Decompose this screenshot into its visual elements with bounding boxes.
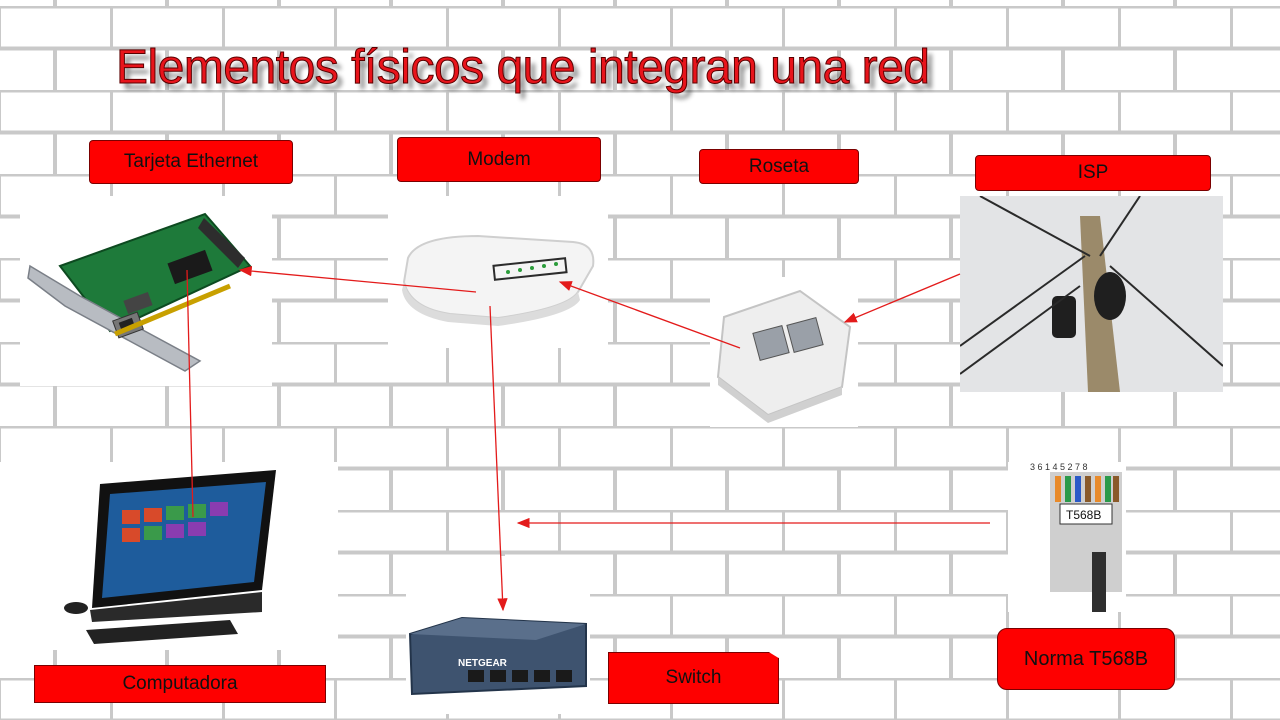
switch-brand-text: NETGEAR: [458, 658, 508, 669]
norma-pin-numbers: 3 6 1 4 5 2 7 8: [1030, 462, 1088, 472]
utility-pole-photo: [960, 196, 1223, 392]
label-roseta: Roseta: [699, 149, 859, 184]
slide-title: Elementos físicos que integran una red: [116, 41, 931, 95]
network-card-photo: [20, 196, 272, 386]
wall-jack-photo: [710, 277, 858, 427]
label-switch: Switch: [608, 652, 779, 704]
label-tarjeta-ethernet: Tarjeta Ethernet: [89, 140, 293, 184]
label-isp: ISP: [975, 155, 1211, 191]
all-in-one-pc-photo: [0, 462, 338, 650]
router-photo: [388, 196, 608, 348]
label-norma-t568b: Norma T568B: [997, 628, 1175, 690]
netgear-switch-photo: NETGEAR: [406, 556, 590, 714]
norma-connector-label: T568B: [1066, 508, 1101, 522]
label-modem: Modem: [397, 137, 601, 182]
label-computadora: Computadora: [34, 665, 326, 703]
rj45-connector-photo: 3 6 1 4 5 2 7 8 T568B: [1008, 462, 1126, 612]
